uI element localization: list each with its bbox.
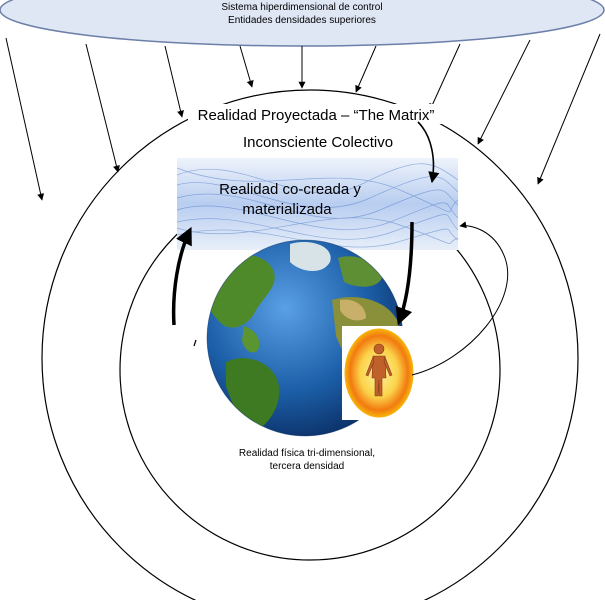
human-figure-icon <box>365 343 393 397</box>
arrow-icon <box>239 45 254 88</box>
cocreated-reality-band: Realidad co-creada y materializada <box>176 158 459 250</box>
arrow-icon <box>5 37 45 201</box>
outer-ring-label: Realidad Proyectada – “The Matrix” <box>198 107 435 124</box>
outer-ring <box>41 89 579 600</box>
arrow-icon <box>537 33 601 185</box>
arrow-icon <box>477 39 531 145</box>
cocreated-line-1: Realidad co-creada y <box>219 181 361 198</box>
arrow-icon <box>395 221 414 326</box>
ellipse-line-1: Sistema hiperdimensional de control <box>221 2 382 13</box>
control-arrows <box>5 33 601 201</box>
human-aura <box>342 326 416 420</box>
arrow-icon <box>429 43 461 111</box>
arrow-icon <box>171 226 192 326</box>
physical-reality-line-1: Realidad física tri-dimensional, <box>239 448 375 459</box>
control-system-ellipse: Sistema hiperdimensional de control Enti… <box>0 0 605 47</box>
arrow-icon <box>85 43 120 173</box>
physical-reality-line-2: tercera densidad <box>270 461 345 472</box>
arrow-icon <box>411 221 509 376</box>
ellipse-line-2: Entidades densidades superiores <box>228 15 376 26</box>
arrow-icon <box>417 121 440 184</box>
arrow-icon <box>355 45 377 93</box>
flow-arrows <box>171 121 509 376</box>
arrow-icon <box>164 45 184 118</box>
middle-ring-label: Inconsciente Colectivo <box>243 134 393 151</box>
cocreated-line-2: materializada <box>242 201 332 218</box>
